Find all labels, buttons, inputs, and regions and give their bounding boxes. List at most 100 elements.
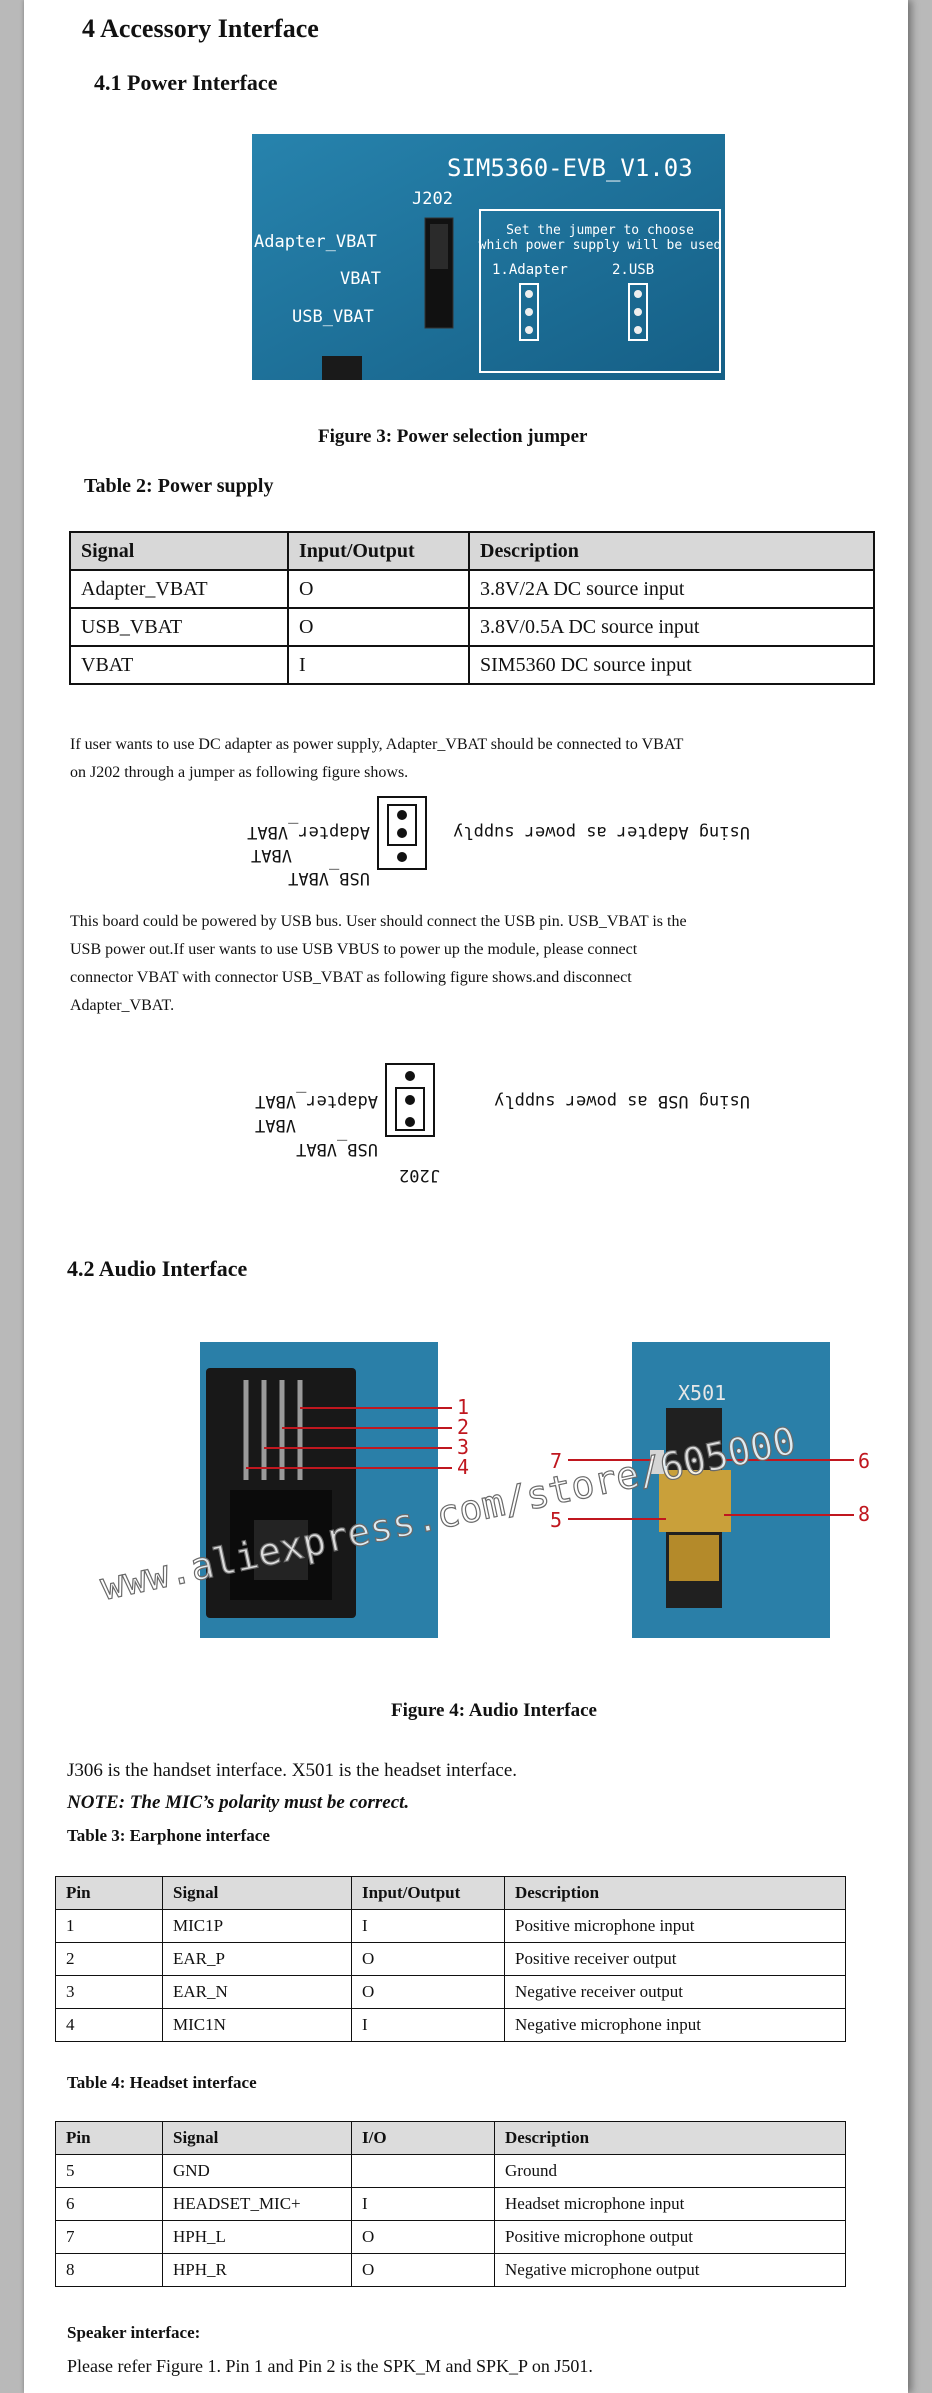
handset-pin-4: 4 (457, 1455, 469, 1479)
jumper-label: VBAT (251, 845, 292, 865)
table-cell: 6 (55, 2187, 163, 2221)
table2-caption: Table 2: Power supply (84, 475, 274, 497)
pin-label-vbat: VBAT (340, 269, 381, 289)
handset-pin-1: 1 (457, 1395, 469, 1419)
jumper-side-text: Using USB as power supply (494, 1091, 750, 1111)
jumper-side-text: Using Adapter as power supply (453, 822, 750, 842)
table-row: Adapter_VBAT O 3.8V/2A DC source input (69, 569, 875, 609)
usb-paragraph: This board could be powered by USB bus. … (70, 908, 687, 1020)
table-cell: 1 (55, 1909, 163, 1943)
power-supply-table: Signal Input/Output Description Adapter_… (69, 531, 875, 685)
table-cell: Positive microphone input (504, 1909, 846, 1943)
table-cell: O (351, 1975, 505, 2009)
figure4-caption: Figure 4: Audio Interface (391, 1700, 597, 1721)
option-box (479, 209, 721, 373)
table-cell: Positive receiver output (504, 1942, 846, 1976)
table-row: 4 MIC1N I Negative microphone input (55, 2008, 846, 2042)
jumper-outline (377, 796, 427, 870)
table-cell: GND (162, 2154, 352, 2188)
headset-pin-6: 6 (858, 1449, 870, 1473)
table-cell: Positive microphone output (494, 2220, 846, 2254)
table-row: VBAT I SIM5360 DC source input (69, 645, 875, 685)
table-header-row: Signal Input/Output Description (69, 531, 875, 571)
table-cell (351, 2154, 495, 2188)
figure3-caption: Figure 3: Power selection jumper (318, 426, 588, 447)
headset-pin-7: 7 (550, 1449, 562, 1473)
power-selection-jumper-photo: SIM5360-EVB_V1.03 J202 Adapter_VBAT VBAT… (252, 134, 725, 380)
table-cell: O (351, 2220, 495, 2254)
jumper-outline (385, 1063, 435, 1137)
table-header: Signal (162, 1876, 352, 1910)
table-cell: 3.8V/0.5A DC source input (468, 607, 875, 647)
table-cell: EAR_N (162, 1975, 352, 2009)
table-row: 5 GND Ground (55, 2154, 846, 2188)
headset-pin-8: 8 (858, 1502, 870, 1526)
table4-caption: Table 4: Headset interface (67, 2073, 257, 2092)
audio-description: J306 is the handset interface. X501 is t… (67, 1760, 518, 1781)
table-cell: HPH_L (162, 2220, 352, 2254)
table-row: 3 EAR_N O Negative receiver output (55, 1975, 846, 2009)
jumper-cap (430, 224, 448, 269)
table-row: 8 HPH_R O Negative microphone output (55, 2253, 846, 2287)
option2-header (628, 283, 648, 341)
jumper-label: Adapter_VBAT (255, 1091, 378, 1111)
table-cell: O (351, 2253, 495, 2287)
paragraph-line: This board could be powered by USB bus. … (70, 913, 687, 930)
table-cell: 7 (55, 2220, 163, 2254)
table-header: Pin (55, 2121, 163, 2155)
board-label: SIM5360-EVB_V1.03 (447, 154, 693, 182)
note-line-2: which power supply will be used (479, 238, 722, 253)
table-cell: 2 (55, 1942, 163, 1976)
jumper-cap (395, 1087, 425, 1131)
option-label-usb: 2.USB (612, 262, 654, 278)
jumper-label: USB_VBAT (288, 868, 370, 888)
table-header: Description (494, 2121, 846, 2155)
audio-interface-photo: 1 2 3 4 X501 7 5 6 8 www.aliexpress.com/… (96, 1342, 870, 1638)
table-header: Input/Output (287, 531, 470, 571)
table-cell: 3 (55, 1975, 163, 2009)
board-edge-strip (322, 356, 362, 380)
header-label: J202 (412, 189, 453, 209)
table-cell: MIC1N (162, 2008, 352, 2042)
table-cell: Adapter_VBAT (69, 569, 289, 609)
table-cell: O (351, 1942, 505, 1976)
pin-label-usb: USB_VBAT (292, 307, 374, 327)
table-cell: VBAT (69, 645, 289, 685)
adapter-jumper-diagram: Adapter_VBAT VBAT USB_VBAT Using Adapter… (247, 796, 750, 888)
jumper-label: USB_VBAT (296, 1139, 378, 1159)
note-line-1: Set the jumper to choose (506, 223, 694, 238)
handset-pin-2: 2 (457, 1415, 469, 1439)
table-row: USB_VBAT O 3.8V/0.5A DC source input (69, 607, 875, 647)
table-cell: Headset microphone input (494, 2187, 846, 2221)
table-cell: 8 (55, 2253, 163, 2287)
table-header: Signal (69, 531, 289, 571)
table-header-row: Pin Signal I/O Description (55, 2121, 846, 2155)
table-cell: Negative receiver output (504, 1975, 846, 2009)
jumper-label: VBAT (255, 1115, 296, 1135)
option-label-adapter: 1.Adapter (492, 262, 568, 278)
table-cell: I (351, 1909, 505, 1943)
speaker-title: Speaker interface: (67, 2323, 201, 2342)
headset-label: X501 (678, 1381, 726, 1405)
table-cell: Ground (494, 2154, 846, 2188)
table-cell: I (351, 2187, 495, 2221)
table-cell: Negative microphone input (504, 2008, 846, 2042)
jumper-label: Adapter_VBAT (247, 822, 370, 842)
headset-pin-5: 5 (550, 1508, 562, 1532)
usb-jumper-diagram: Adapter_VBAT VBAT USB_VBAT Using USB as … (255, 1063, 750, 1185)
paragraph-line: USB power out.If user wants to use USB V… (70, 941, 638, 958)
table-cell: EAR_P (162, 1942, 352, 1976)
table-cell: 3.8V/2A DC source input (468, 569, 875, 609)
pin-label-adapter: Adapter_VBAT (254, 232, 377, 252)
table-cell: HPH_R (162, 2253, 352, 2287)
table-cell: Negative microphone output (494, 2253, 846, 2287)
table-header: Description (504, 1876, 846, 1910)
table-cell: O (287, 569, 470, 609)
table3-caption: Table 3: Earphone interface (67, 1826, 270, 1845)
adapter-paragraph: If user wants to use DC adapter as power… (70, 731, 683, 787)
section-title: 4 Accessory Interface (82, 14, 319, 43)
table-cell: SIM5360 DC source input (468, 645, 875, 685)
jumper-header-label: J202 (399, 1165, 440, 1185)
paragraph-line: on J202 through a jumper as following fi… (70, 764, 409, 781)
paragraph-line: Adapter_VBAT. (70, 997, 175, 1014)
